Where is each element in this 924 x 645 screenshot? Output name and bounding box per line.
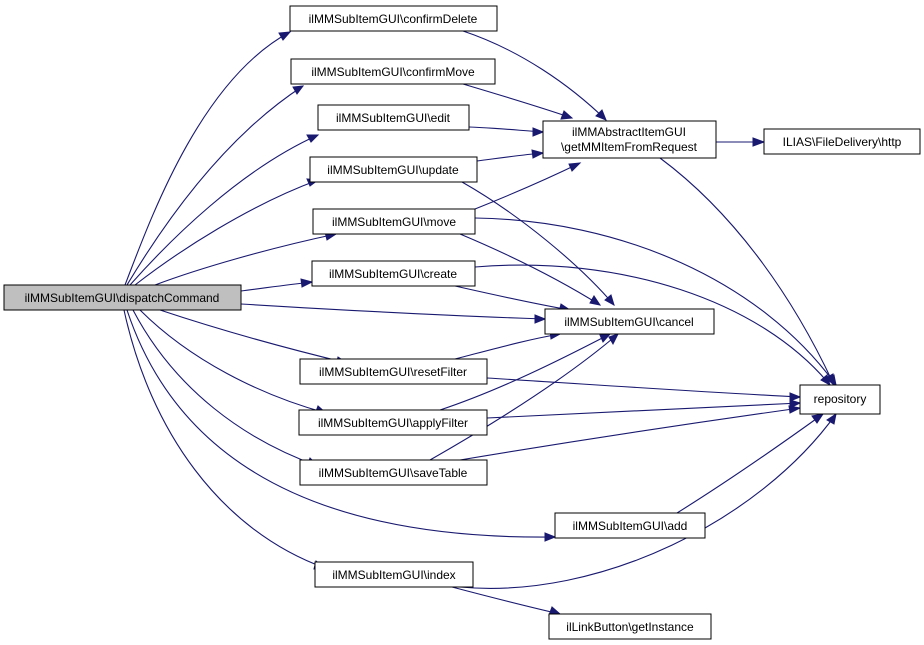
node-repository[interactable]: repository: [799, 384, 881, 415]
node-dispatchCommand[interactable]: ilMMSubItemGUI\dispatchCommand: [3, 284, 242, 311]
node-label: ilMMSubItemGUI\dispatchCommand: [25, 291, 220, 305]
node-label: ilMMSubItemGUI\cancel: [564, 315, 693, 329]
edge-confirmDelete-getMMItem: [462, 30, 607, 121]
edge-layer: [123, 30, 837, 616]
edge-getMMItem-repository: [659, 157, 835, 387]
node-http[interactable]: ILIAS\FileDelivery\http: [763, 128, 921, 155]
edge-move-cancel: [459, 233, 602, 306]
edge-dispatch-index: [123, 309, 327, 570]
edge-dispatch-add: [126, 309, 557, 542]
node-label: ilMMSubItemGUI\add: [573, 519, 688, 533]
edge-confirmMove-getMMItem: [462, 83, 574, 120]
node-resetFilter[interactable]: ilMMSubItemGUI\resetFilter: [299, 358, 488, 385]
edge-dispatch-cancel: [240, 303, 547, 324]
edge-saveTable-cancel: [429, 333, 619, 461]
node-update[interactable]: ilMMSubItemGUI\update: [309, 156, 478, 183]
edge-update-cancel: [461, 181, 615, 307]
node-label: ILIAS\FileDelivery\http: [783, 135, 902, 149]
edge-getMMItem-http: [716, 137, 766, 147]
node-layer: ilMMSubItemGUI\dispatchCommand ilMMSubIt…: [3, 5, 921, 640]
node-label: ilLinkButton\getInstance: [566, 620, 694, 634]
node-confirmDelete[interactable]: ilMMSubItemGUI\confirmDelete: [289, 5, 498, 32]
node-saveTable[interactable]: ilMMSubItemGUI\saveTable: [299, 459, 488, 486]
edge-edit-getMMItem: [468, 126, 545, 137]
edge-index-repository: [459, 412, 837, 589]
edge-dispatch-update: [134, 178, 320, 286]
node-applyFilter[interactable]: ilMMSubItemGUI\applyFilter: [298, 409, 488, 436]
node-label-line2: \getMMItemFromRequest: [561, 140, 698, 154]
node-index[interactable]: ilMMSubItemGUI\index: [314, 561, 474, 588]
edge-index-getInstance: [451, 586, 562, 616]
edge-resetFilter-cancel: [454, 330, 562, 360]
edge-update-getMMItem: [476, 149, 545, 162]
edge-create-cancel: [454, 285, 572, 313]
edge-resetFilter-repository: [486, 377, 802, 402]
node-getInstance[interactable]: ilLinkButton\getInstance: [548, 613, 712, 640]
node-getMMItemFromRequest[interactable]: ilMMAbstractItemGUI \getMMItemFromReques…: [542, 120, 717, 159]
node-create[interactable]: ilMMSubItemGUI\create: [311, 260, 476, 287]
node-label: ilMMSubItemGUI\update: [327, 163, 459, 177]
edge-dispatch-create: [240, 278, 314, 292]
node-label: ilMMSubItemGUI\resetFilter: [319, 365, 467, 379]
node-label: ilMMSubItemGUI\applyFilter: [318, 416, 468, 430]
node-label: ilMMSubItemGUI\confirmMove: [311, 65, 475, 79]
edge-dispatch-saveTable: [132, 309, 320, 467]
edge-add-repository: [676, 413, 825, 514]
node-label: ilMMSubItemGUI\confirmDelete: [309, 12, 478, 26]
node-cancel[interactable]: ilMMSubItemGUI\cancel: [544, 308, 715, 335]
edge-move-repository: [474, 217, 837, 387]
node-label: repository: [814, 392, 867, 406]
edge-dispatch-edit: [129, 134, 320, 286]
node-move[interactable]: ilMMSubItemGUI\move: [312, 208, 476, 235]
node-label: ilMMSubItemGUI\saveTable: [319, 466, 468, 480]
edge-dispatch-resetFilter: [159, 309, 349, 366]
node-label: ilMMSubItemGUI\edit: [336, 111, 451, 125]
edge-dispatch-confirmMove: [126, 85, 305, 286]
node-label-line1: ilMMAbstractItemGUI: [572, 125, 686, 139]
node-label: ilMMSubItemGUI\move: [332, 215, 456, 229]
node-add[interactable]: ilMMSubItemGUI\add: [554, 512, 706, 539]
node-edit[interactable]: ilMMSubItemGUI\edit: [317, 104, 470, 131]
node-label: ilMMSubItemGUI\create: [329, 267, 457, 281]
edge-move-getMMItem: [474, 162, 582, 210]
node-confirmMove[interactable]: ilMMSubItemGUI\confirmMove: [290, 58, 496, 85]
edge-dispatch-confirmDelete: [124, 31, 292, 286]
edge-saveTable-repository: [459, 405, 802, 461]
edge-applyFilter-repository: [486, 399, 802, 419]
node-label: ilMMSubItemGUI\index: [332, 568, 455, 582]
edge-dispatch-move: [154, 231, 338, 286]
